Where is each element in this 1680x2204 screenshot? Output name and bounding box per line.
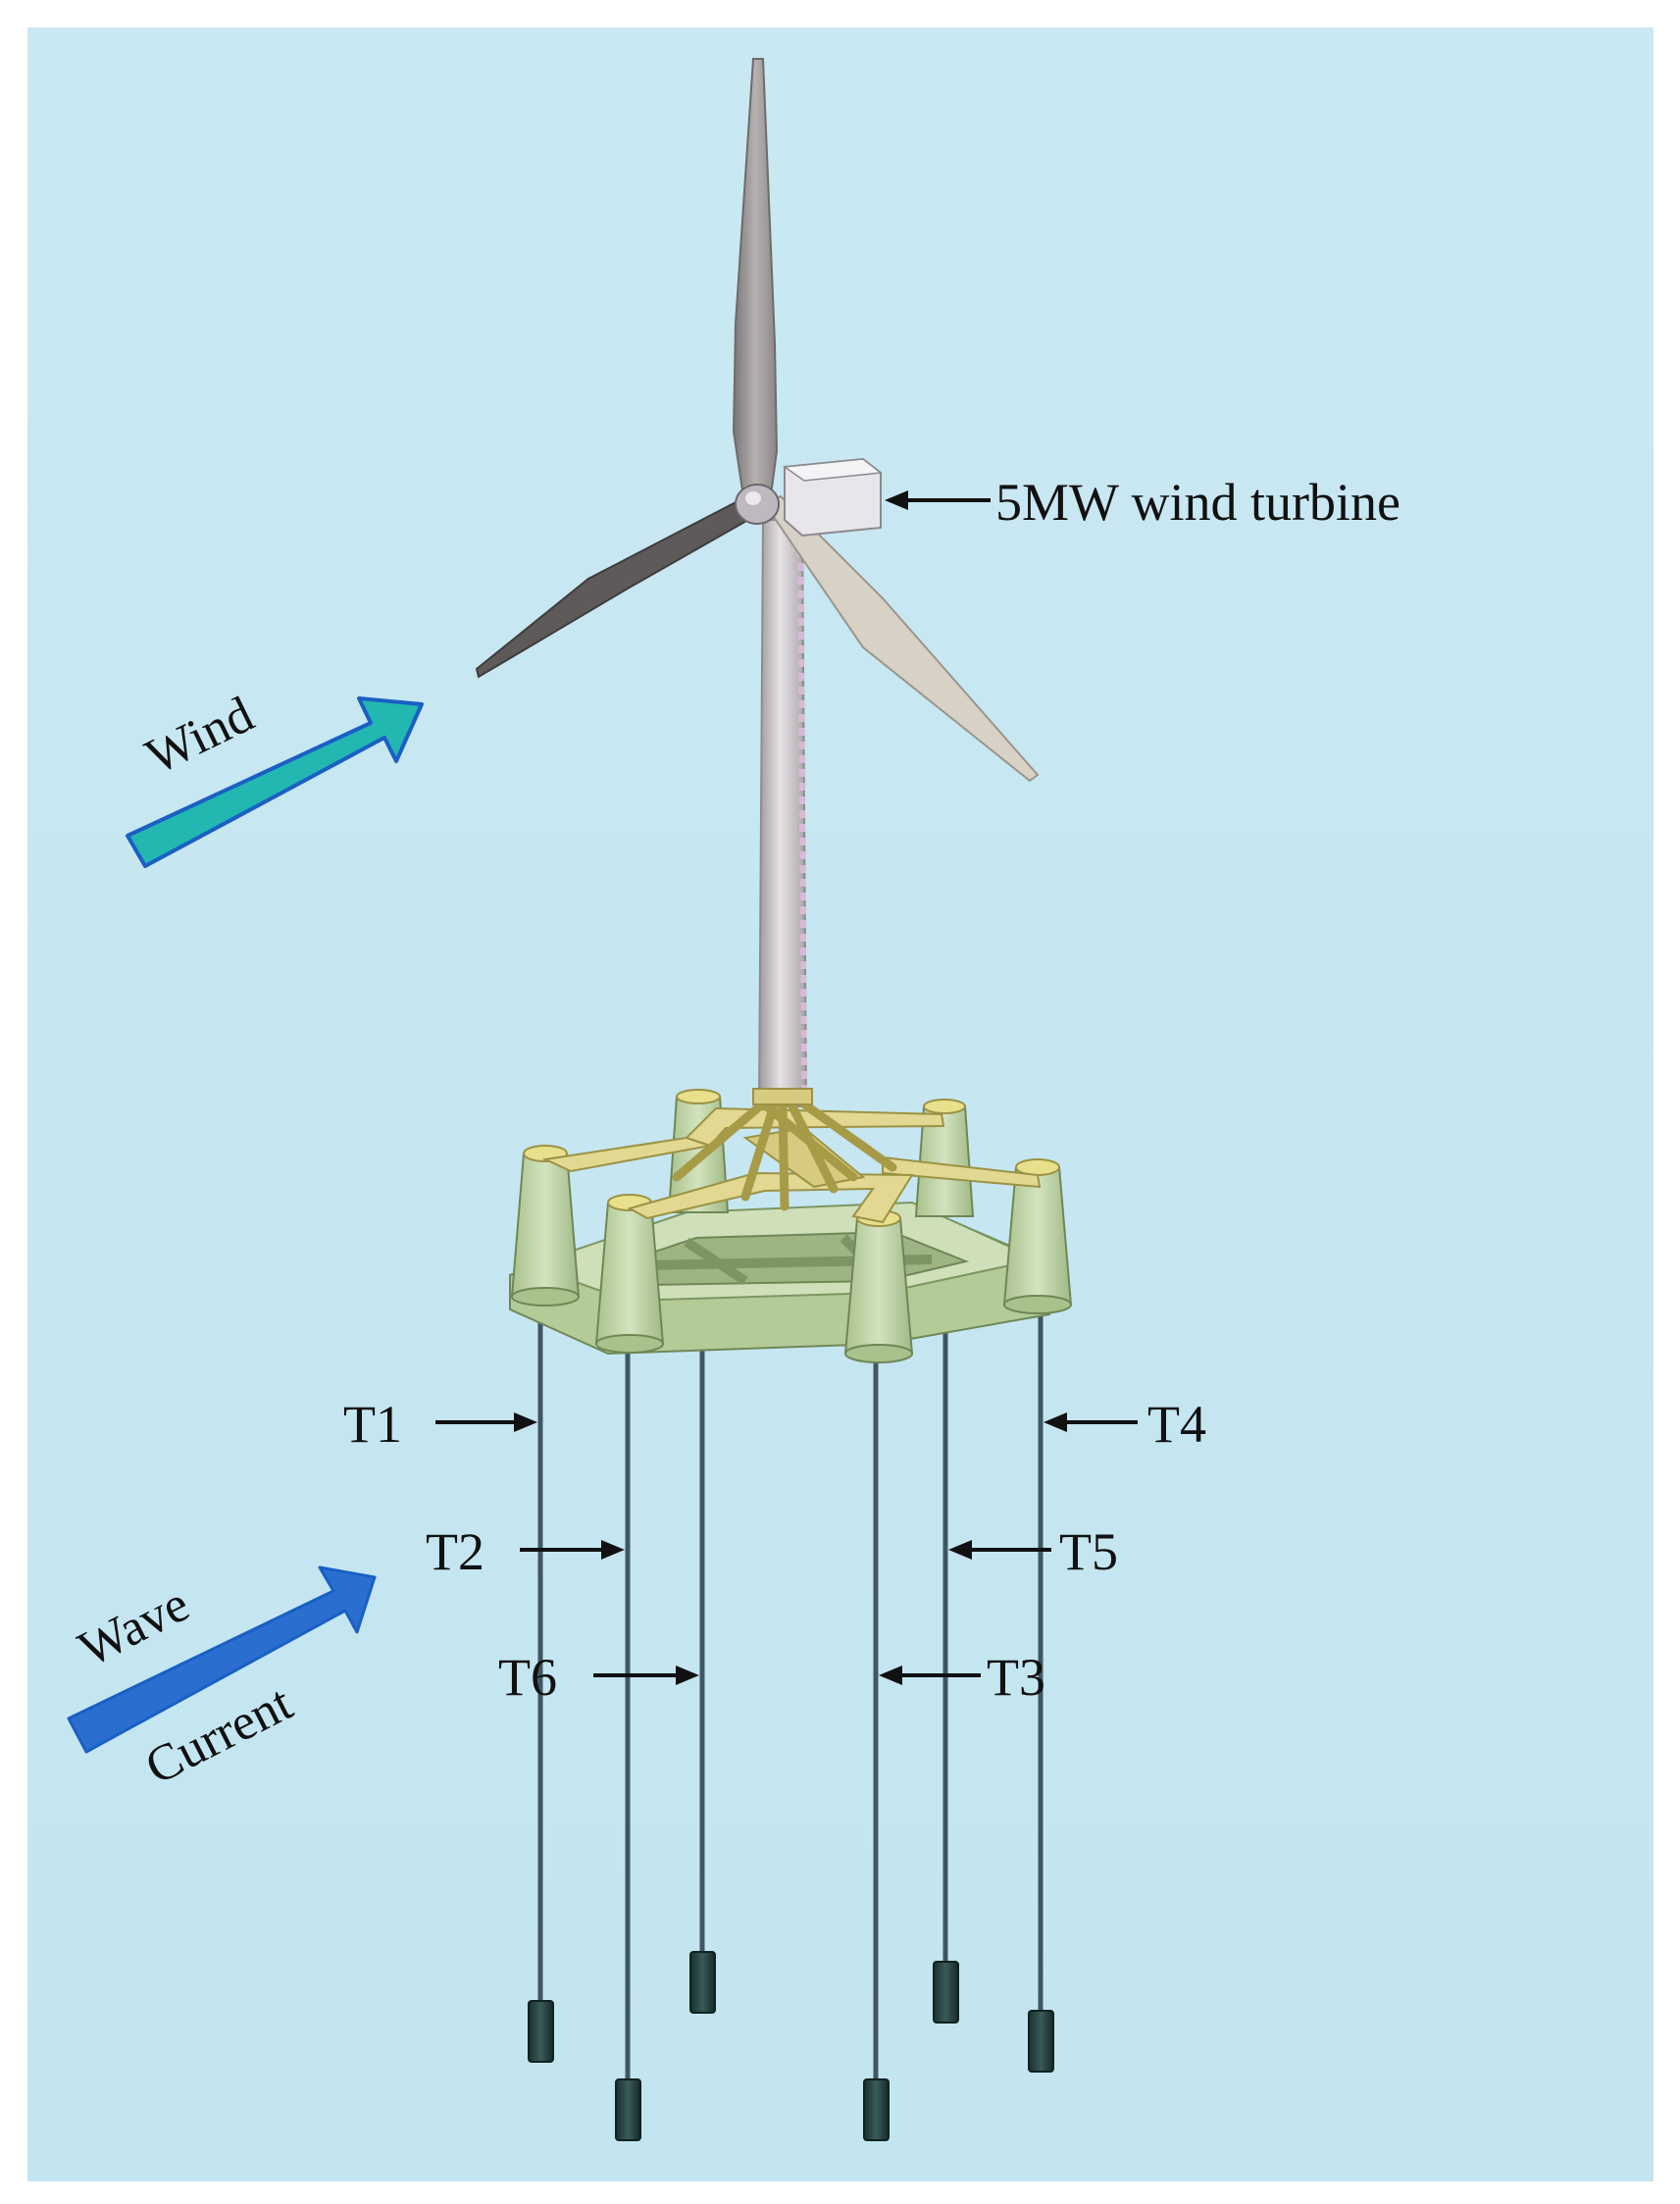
turbine-label: 5MW wind turbine bbox=[995, 473, 1400, 532]
rotor-hub-highlight bbox=[745, 491, 761, 505]
columns bbox=[510, 1089, 1073, 1363]
arrow-up-right-icon bbox=[67, 1565, 377, 1754]
arrow-right-icon bbox=[676, 1666, 699, 1685]
anchors bbox=[528, 1951, 1054, 2141]
tendon-label-t1: T1 bbox=[343, 1395, 402, 1454]
arrow-left-icon bbox=[948, 1540, 972, 1560]
tlp-platform bbox=[509, 1088, 1073, 2141]
anchor-block bbox=[528, 2000, 554, 2063]
tendon-label-t2: T2 bbox=[426, 1522, 484, 1581]
wave-current-arrow bbox=[67, 1565, 377, 1754]
anchor-block bbox=[1028, 2010, 1054, 2073]
arrow-right-icon bbox=[601, 1540, 625, 1560]
tendon-label-t3: T3 bbox=[987, 1648, 1045, 1707]
sea-background bbox=[27, 27, 1654, 2181]
arrow-up-right-icon bbox=[126, 696, 424, 868]
tendons bbox=[537, 1305, 1044, 2079]
tower-base-lattice bbox=[672, 1094, 897, 1211]
tendon-label-t6: T6 bbox=[498, 1648, 557, 1707]
arrow-left-icon bbox=[879, 1666, 902, 1685]
wind-arrow bbox=[126, 696, 424, 868]
blade-right bbox=[763, 494, 1040, 783]
anchor-block bbox=[933, 1961, 959, 2024]
anchor-block bbox=[615, 2078, 641, 2141]
tower-base-flange bbox=[752, 1088, 813, 1105]
nacelle-side bbox=[782, 458, 883, 482]
arrow-right-icon bbox=[514, 1412, 537, 1432]
anchor-block bbox=[863, 2078, 890, 2141]
tendon-label-t4: T4 bbox=[1147, 1395, 1206, 1454]
anchor-block bbox=[689, 1951, 716, 2014]
tower-highlight bbox=[797, 548, 807, 1100]
tendon-label-t5: T5 bbox=[1059, 1522, 1118, 1581]
arrow-left-icon bbox=[1044, 1412, 1067, 1432]
turbine-callout bbox=[885, 490, 991, 510]
arrow-left-icon bbox=[885, 490, 908, 510]
tendon-callouts bbox=[435, 1412, 1138, 1685]
